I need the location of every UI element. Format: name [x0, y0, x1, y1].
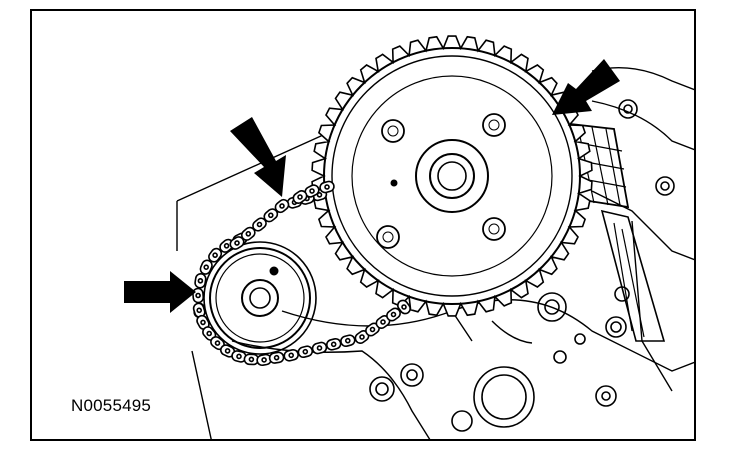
chain-link: [292, 190, 308, 204]
figure-id-label: N0055495: [69, 396, 154, 416]
arrow-right: [552, 59, 620, 115]
chain-link: [325, 337, 342, 351]
chain-link: [297, 345, 314, 359]
chain-link: [268, 351, 285, 364]
chain-link: [229, 236, 245, 250]
block-bolts: [369, 99, 675, 432]
chain-link: [192, 302, 206, 319]
camshaft-sprocket: [311, 35, 593, 317]
chain-link: [208, 247, 223, 263]
timing-chain: [192, 180, 412, 367]
diagram-frame: N0055495: [30, 9, 696, 441]
chain-link: [196, 314, 210, 330]
chain-link: [396, 299, 412, 315]
chain-link: [354, 330, 370, 344]
engine-block-outline: [176, 67, 694, 439]
chain-link: [194, 273, 207, 289]
chain-link: [375, 315, 391, 329]
chain-link: [231, 350, 247, 363]
chain-link: [199, 259, 213, 275]
crankshaft-sprocket: [203, 241, 317, 355]
timing-chain-diagram: [124, 35, 694, 439]
chain-link: [319, 180, 335, 194]
chain-link: [240, 226, 256, 241]
chain-link: [274, 198, 290, 214]
arrow-left: [124, 271, 196, 313]
chain-link: [340, 334, 356, 348]
chain-link: [386, 307, 401, 322]
arrow-top: [230, 117, 286, 197]
chain-link: [283, 348, 299, 362]
chain-link: [192, 287, 205, 304]
